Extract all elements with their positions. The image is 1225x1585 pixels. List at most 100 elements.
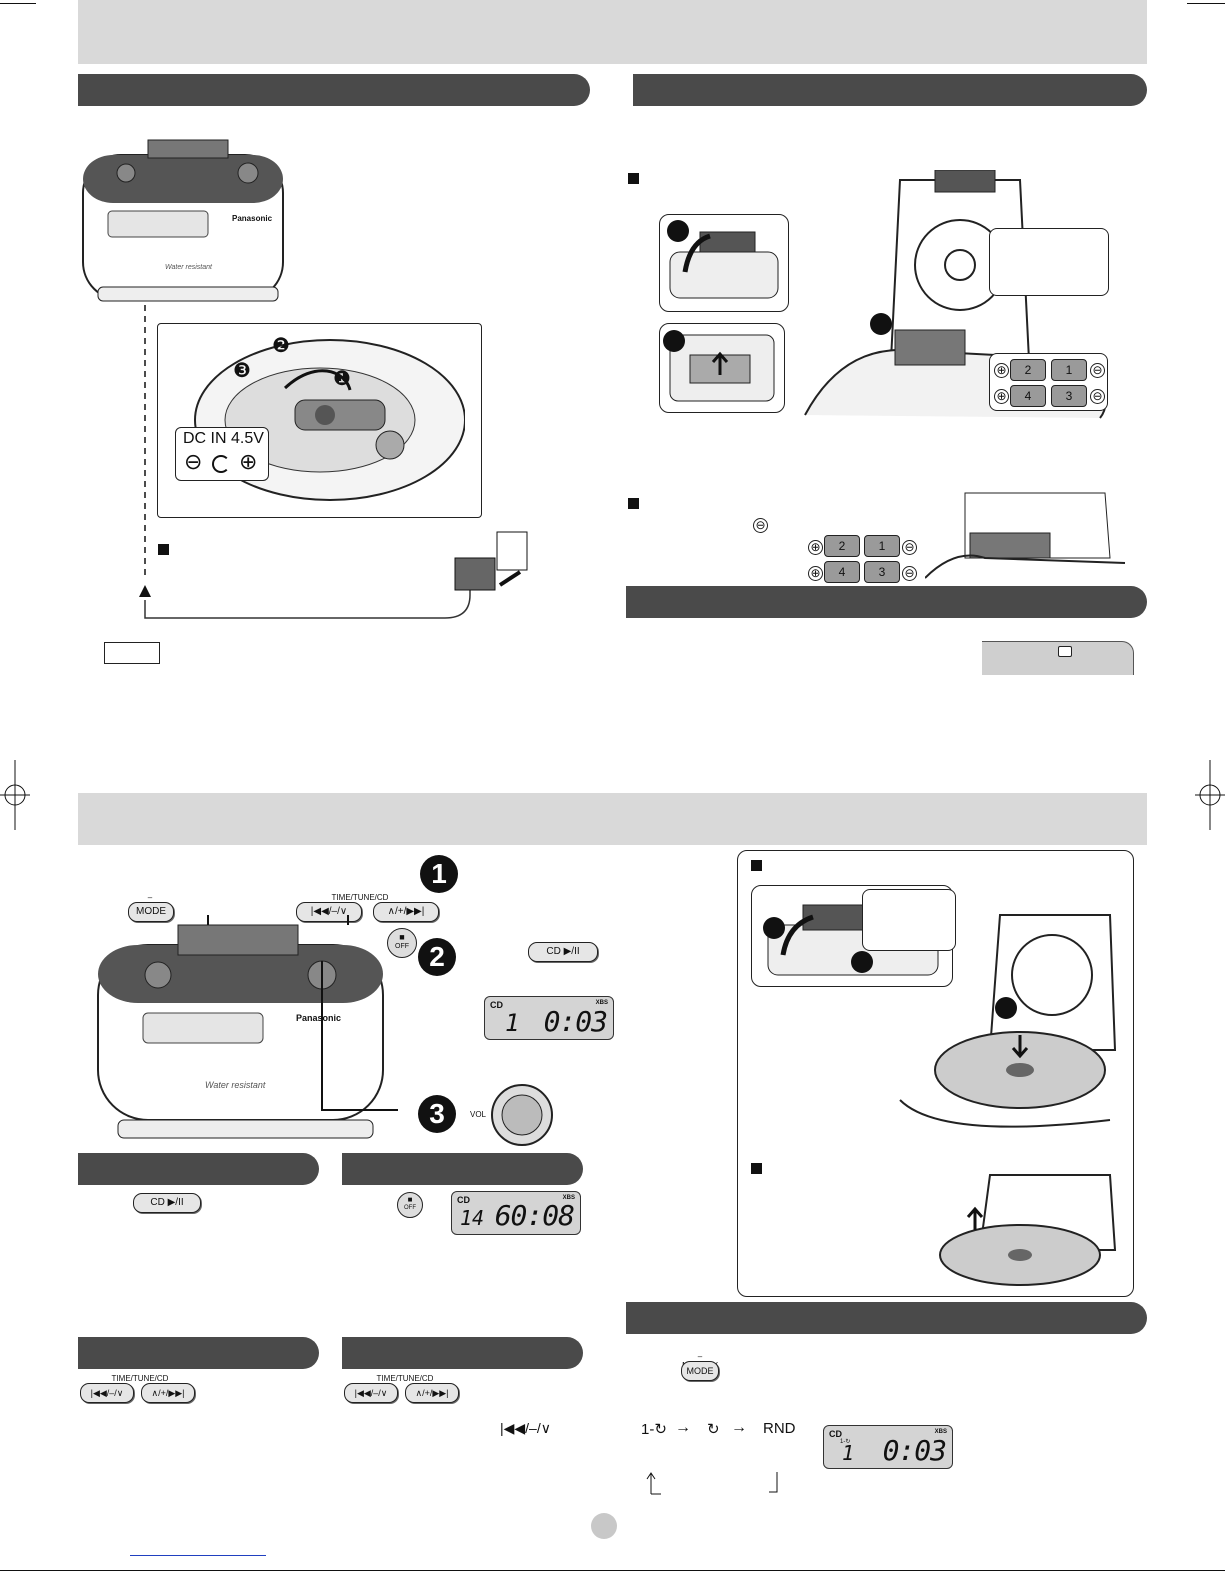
- crop-mark: [0, 3, 36, 4]
- lcd-repeat-indicator: 1-↻: [840, 1439, 851, 1445]
- lcd-track: 1: [842, 1441, 855, 1465]
- step-bullet: [870, 313, 892, 335]
- cd-insert-illustration: [899, 914, 1117, 1128]
- battery-cell: 1: [1051, 359, 1087, 381]
- prev-button[interactable]: |◀◀/–/∨: [80, 1383, 134, 1403]
- subsection-header-stop: [342, 1153, 583, 1185]
- bullet-square: [158, 544, 169, 555]
- polarity-center-icon: [212, 455, 230, 473]
- dc-in-title: DC IN 4.5V: [183, 430, 264, 447]
- lcd-display-stop: CD XBS 14 60:08: [451, 1191, 581, 1235]
- step-3-badge: 3: [418, 1095, 456, 1133]
- plus-icon: ⊕: [808, 566, 823, 581]
- cd-play-pause-button[interactable]: CD ▶/II: [528, 942, 598, 962]
- battery-cell: 1: [864, 535, 900, 557]
- remove-cover-illustration: [669, 334, 775, 402]
- volume-knob-illustration: [491, 1084, 553, 1146]
- battery-diagram-a: [989, 353, 1108, 411]
- section-header-play-mode: [626, 1302, 1147, 1334]
- subsection-header-skip: [78, 1337, 319, 1369]
- step-bullet: [851, 951, 873, 973]
- lcd-xbs-tag: XBS: [934, 1429, 947, 1435]
- battery-cell: 3: [864, 561, 900, 583]
- subsection-header-search: [342, 1337, 583, 1369]
- lcd-cd-tag: CD: [829, 1429, 842, 1439]
- note-box: [104, 642, 160, 664]
- lcd-xbs-tag: XBS: [562, 1195, 575, 1201]
- brand-logo: Panasonic: [232, 214, 273, 223]
- prev-button[interactable]: |◀◀/–/∨: [296, 902, 362, 922]
- step-bullet: [995, 997, 1017, 1019]
- lcd-time: 0:03: [882, 1434, 947, 1467]
- time-tune-cd-label: TIME/TUNE/CD: [331, 893, 389, 902]
- stop-off-button[interactable]: ■ OFF: [387, 928, 417, 958]
- battery-cell: 2: [824, 535, 860, 557]
- minus-icon: ⊖: [753, 518, 768, 533]
- minus-icon: ⊖: [1090, 363, 1105, 378]
- unit-rear-illustration: [82, 139, 284, 302]
- bullet-square: [628, 498, 639, 509]
- crop-mark: [0, 1570, 1225, 1571]
- brand-logo: Panasonic: [296, 1013, 342, 1023]
- stop-icon: ■: [407, 1195, 413, 1204]
- polarity-minus-icon: ⊖: [184, 449, 203, 474]
- mode-seq-arrow: →: [731, 1419, 747, 1436]
- section-banner-cd: [78, 793, 1147, 845]
- section-header-batteries: [633, 74, 1147, 106]
- cd-remove-illustration: [939, 1174, 1117, 1286]
- off-label: OFF: [395, 943, 409, 950]
- next-button[interactable]: ∧/+/▶▶|: [141, 1383, 195, 1403]
- unit-front-illustration: [97, 915, 398, 1139]
- step-2-badge: 2: [418, 938, 456, 976]
- step-bullet: [667, 220, 689, 242]
- lcd-xbs-tag: XBS: [595, 1000, 608, 1006]
- minus-icon: ⊖: [902, 566, 917, 581]
- lcd-cd-tag: CD: [457, 1195, 470, 1205]
- plus-icon: ⊕: [994, 363, 1009, 378]
- mode-seq-repeat-one: 1-↻: [641, 1421, 667, 1438]
- minus-icon: ⊖: [1090, 389, 1105, 404]
- cd-play-pause-button[interactable]: CD ▶/II: [133, 1193, 201, 1213]
- prev-button[interactable]: |◀◀/–/∨: [344, 1383, 398, 1403]
- step-1-badge: 1: [420, 855, 458, 893]
- polarity-plus-icon: ⊕: [239, 449, 258, 474]
- next-button[interactable]: ∧/+/▶▶|: [373, 902, 439, 922]
- mode-seq-random: RND: [763, 1420, 796, 1437]
- registration-mark: [0, 760, 30, 830]
- open-lid-illustration: [669, 231, 779, 299]
- lcd-time: 0:03: [543, 1005, 608, 1038]
- plus-icon: ⊕: [994, 389, 1009, 404]
- tagline: Water resistant: [165, 264, 212, 271]
- lcd-track: 1: [505, 1009, 520, 1037]
- battery-cell: 3: [1051, 385, 1087, 407]
- bullet-square: [751, 860, 762, 871]
- callout-box: [862, 889, 956, 951]
- step-bullet: [763, 917, 785, 939]
- mode-button[interactable]: MODE: [681, 1361, 719, 1381]
- step-bullet: [663, 330, 685, 352]
- bullet-square: [751, 1163, 762, 1174]
- minus-icon: ⊖: [902, 540, 917, 555]
- ac-adaptor-cable-illustration: [139, 305, 528, 619]
- battery-cell: 4: [1010, 385, 1046, 407]
- battery-cell: 4: [824, 561, 860, 583]
- footer-link-underline[interactable]: [130, 1555, 266, 1556]
- registration-mark: [1195, 760, 1225, 830]
- step-1-marker: ❶: [333, 368, 351, 390]
- next-button[interactable]: ∧/+/▶▶|: [405, 1383, 459, 1403]
- battery-low-icon: [1058, 646, 1072, 657]
- top-banner: [78, 0, 1147, 64]
- lcd-track: 14: [460, 1206, 485, 1230]
- battery-insert-illustration: [925, 492, 1126, 579]
- prev-symbol: |◀◀/–/∨: [500, 1420, 551, 1436]
- mode-button[interactable]: MODE: [128, 902, 174, 922]
- subsection-header-pause: [78, 1153, 319, 1185]
- section-header-battery-indicator: [626, 586, 1147, 618]
- lcd-time: 60:08: [494, 1199, 575, 1232]
- mode-seq-arrow: →: [675, 1419, 691, 1436]
- mode-seq-repeat-all: ↻: [707, 1421, 720, 1438]
- plus-icon: ⊕: [808, 540, 823, 555]
- vol-label: VOL: [470, 1110, 487, 1119]
- stop-off-button[interactable]: ■ OFF: [397, 1192, 423, 1218]
- time-tune-cd-label: TIME/TUNE/CD: [111, 1374, 169, 1383]
